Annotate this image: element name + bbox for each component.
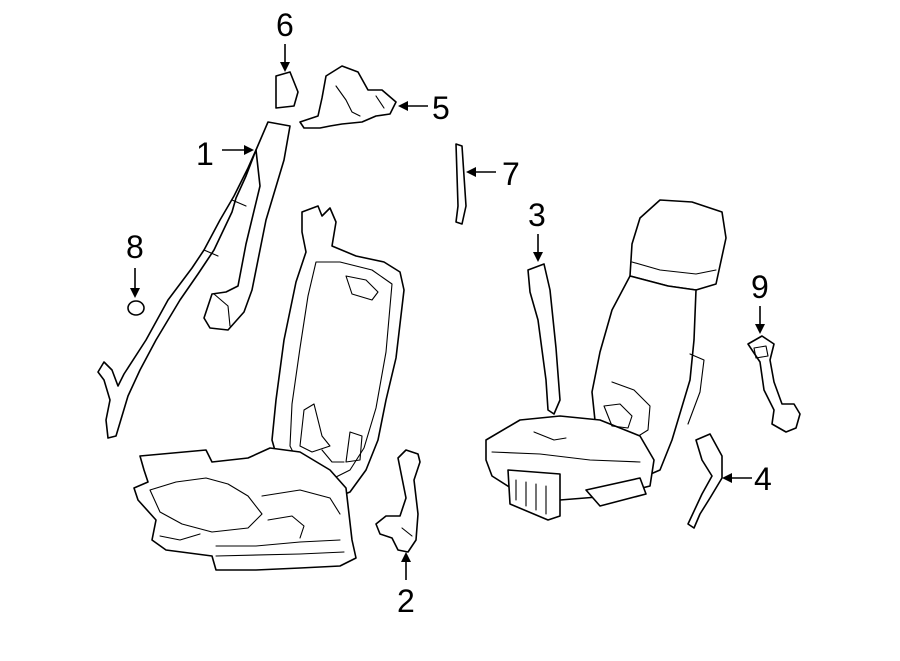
callout-arrows xyxy=(130,44,765,580)
callout-3-label: 3 xyxy=(528,197,546,233)
callout-7-label: 7 xyxy=(502,156,520,192)
left-seat-frame xyxy=(133,205,405,571)
callout-6-label: 6 xyxy=(276,7,294,43)
callout-9-label: 9 xyxy=(751,269,769,305)
seat-belt-assembly xyxy=(97,121,291,439)
right-seat xyxy=(485,199,727,521)
rear-buckle-part xyxy=(747,335,801,433)
cap-part xyxy=(127,300,145,316)
callout-labels: 1 2 3 4 5 6 7 8 9 xyxy=(126,7,772,619)
callout-1-label: 1 xyxy=(196,136,214,172)
callout-2-label: 2 xyxy=(397,583,415,619)
seat-side-cover-part xyxy=(687,433,723,529)
bracket-part xyxy=(299,65,397,129)
callout-4-label: 4 xyxy=(754,461,772,497)
callout-5-label: 5 xyxy=(432,90,450,126)
buckle-part xyxy=(375,449,421,553)
callout-8-label: 8 xyxy=(126,229,144,265)
side-trim-part xyxy=(527,263,561,415)
trim-cover-part xyxy=(275,71,299,109)
pillar-trim-part xyxy=(455,143,467,225)
